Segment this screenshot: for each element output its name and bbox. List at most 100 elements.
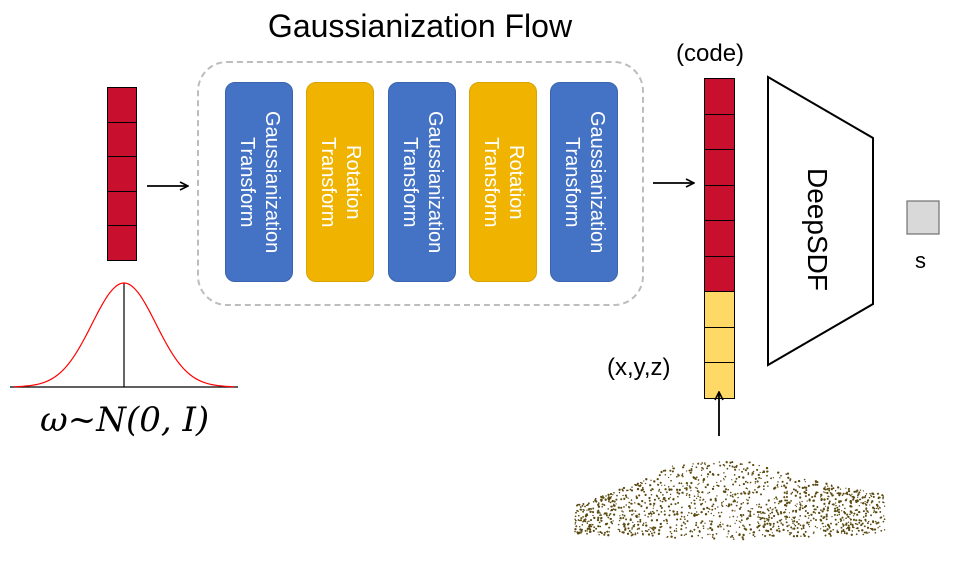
point xyxy=(723,465,726,467)
point xyxy=(670,535,673,538)
point xyxy=(669,530,672,533)
point xyxy=(830,522,832,525)
point xyxy=(754,489,756,491)
point xyxy=(777,502,780,505)
point xyxy=(846,493,849,496)
point xyxy=(666,535,669,538)
point xyxy=(770,477,772,479)
point xyxy=(605,514,608,517)
point xyxy=(587,502,590,505)
point xyxy=(870,501,873,504)
point xyxy=(574,528,577,531)
point xyxy=(758,476,761,479)
point xyxy=(828,500,831,503)
point xyxy=(660,511,663,513)
point xyxy=(877,526,879,529)
point xyxy=(784,486,788,489)
point xyxy=(700,510,703,514)
point xyxy=(604,498,607,501)
point xyxy=(857,496,859,499)
point xyxy=(872,495,875,498)
point xyxy=(864,518,867,521)
point xyxy=(680,534,683,537)
point xyxy=(847,521,850,524)
point xyxy=(683,516,686,518)
point xyxy=(659,526,662,529)
point xyxy=(793,520,796,523)
point xyxy=(842,525,845,528)
point xyxy=(800,505,802,507)
point xyxy=(678,482,681,485)
point xyxy=(640,481,642,484)
point xyxy=(836,506,839,509)
point xyxy=(860,502,862,504)
point xyxy=(644,514,646,516)
point xyxy=(764,534,767,538)
point xyxy=(855,533,858,536)
point xyxy=(634,532,637,534)
point xyxy=(849,523,852,526)
point xyxy=(772,477,775,479)
point xyxy=(845,487,847,489)
point xyxy=(785,502,789,505)
point xyxy=(830,492,833,495)
point xyxy=(685,487,688,490)
point xyxy=(579,508,582,511)
point xyxy=(781,480,784,483)
point xyxy=(784,499,787,502)
point xyxy=(669,469,672,472)
point xyxy=(645,522,647,524)
point xyxy=(806,512,809,515)
point xyxy=(641,533,645,536)
point xyxy=(859,489,862,491)
point xyxy=(659,500,662,502)
point xyxy=(820,499,823,502)
point xyxy=(744,469,747,472)
point xyxy=(627,489,629,492)
point xyxy=(849,500,852,504)
point xyxy=(744,480,747,483)
point xyxy=(709,533,711,535)
point xyxy=(838,513,841,516)
point xyxy=(586,532,588,535)
point xyxy=(855,519,858,522)
point xyxy=(765,503,768,506)
point xyxy=(670,473,672,476)
point xyxy=(669,509,671,512)
point xyxy=(742,514,745,516)
point xyxy=(878,496,881,499)
point xyxy=(810,519,812,522)
point xyxy=(788,516,791,518)
point xyxy=(637,520,639,523)
point xyxy=(659,491,662,494)
point xyxy=(851,530,854,532)
point xyxy=(650,515,652,517)
point xyxy=(779,519,782,522)
point xyxy=(783,496,786,499)
point xyxy=(834,509,837,513)
point xyxy=(731,534,734,537)
point xyxy=(575,511,577,514)
point xyxy=(766,470,769,473)
point xyxy=(826,488,828,491)
point xyxy=(772,522,775,525)
point xyxy=(783,491,786,494)
point xyxy=(873,511,875,514)
point xyxy=(577,503,579,506)
point xyxy=(824,534,827,537)
point xyxy=(852,518,856,521)
point xyxy=(607,494,610,496)
point xyxy=(650,513,653,515)
point xyxy=(707,492,709,494)
point xyxy=(734,480,737,483)
point xyxy=(677,474,680,477)
point xyxy=(834,490,837,492)
point xyxy=(682,485,684,487)
point xyxy=(712,503,715,506)
point xyxy=(648,529,650,531)
point xyxy=(638,503,641,506)
point xyxy=(754,482,757,484)
point xyxy=(649,484,652,487)
point xyxy=(775,509,778,512)
point xyxy=(695,513,699,517)
